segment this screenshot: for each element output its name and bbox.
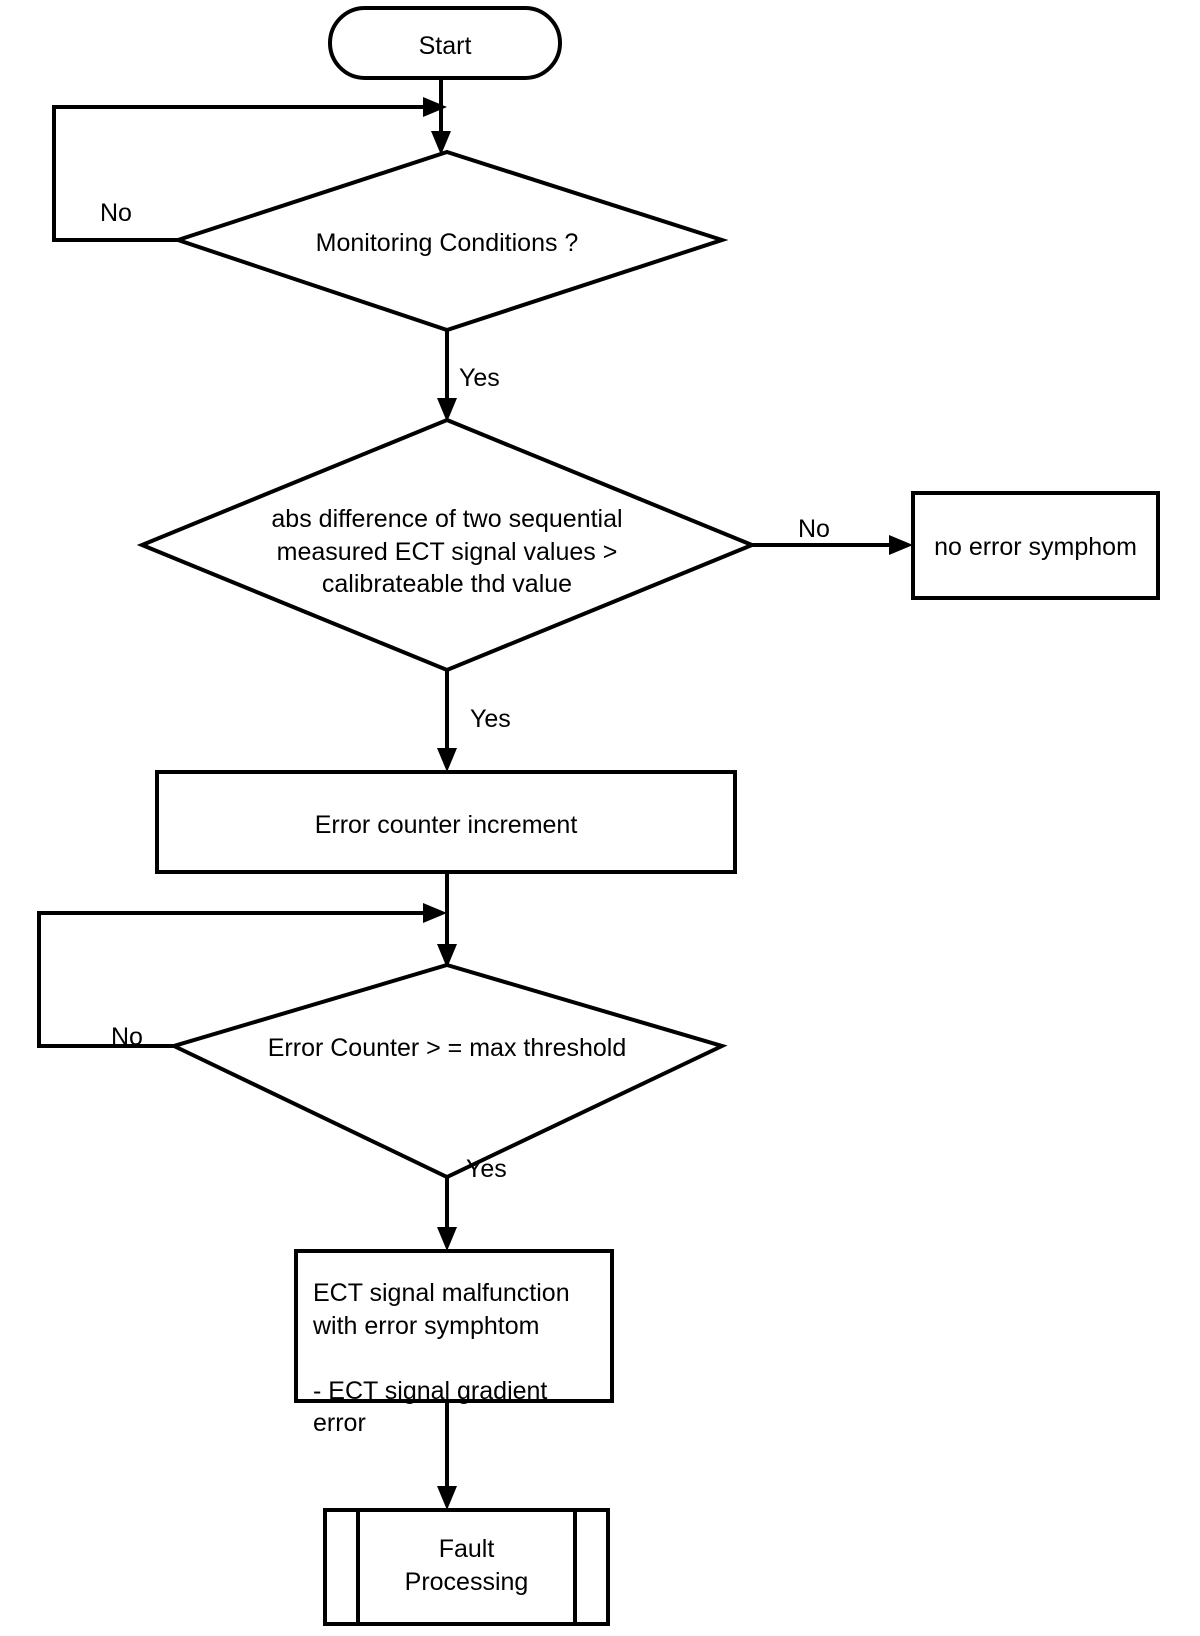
arrowhead-absdiff-yes [437, 748, 457, 772]
no-error-symphom-box-shape [911, 491, 1160, 600]
arrowhead-threshold-yes [437, 1227, 457, 1251]
ect-malfunction-box-shape [294, 1249, 614, 1403]
arrowhead-monitoring-no-loop [423, 97, 447, 117]
edge-label-threshold-no: No [111, 1023, 143, 1051]
arrowhead-absdiff-no [889, 535, 913, 555]
monitoring-conditions-label: Monitoring Conditions ? [315, 229, 579, 257]
error-counter-threshold-diamond-shape [168, 962, 728, 1180]
error-counter-increment-label: Error counter increment [314, 811, 578, 839]
no-error-symphom-label: no error symphom [934, 533, 1137, 561]
fault-processing-label: Fault Processing [404, 1535, 529, 1596]
edge-label-absdiff-no: No [798, 515, 830, 543]
connector-monitoring-no-loop [52, 105, 430, 242]
arrowhead-increment-to-threshold [437, 944, 457, 968]
edge-label-monitoring-no: No [100, 199, 132, 227]
arrowhead-start-to-monitoring [431, 131, 451, 155]
error-counter-increment-box-shape [155, 770, 737, 874]
arrowhead-malfunction-to-fault [437, 1486, 457, 1510]
error-counter-threshold-label: Error Counter > = max threshold [267, 1034, 627, 1062]
arrowhead-monitoring-yes [437, 398, 457, 422]
edge-label-monitoring-yes: Yes [459, 364, 500, 392]
start-label: Start [418, 32, 472, 60]
edge-label-absdiff-yes: Yes [470, 705, 511, 733]
start-terminator-shape [328, 6, 562, 80]
fault-processing-shape [323, 1508, 610, 1626]
ect-malfunction-label: ECT signal malfunction with error sympht… [313, 1279, 570, 1437]
edge-label-threshold-yes: Yes [466, 1155, 507, 1183]
arrowhead-threshold-no-loop [423, 903, 447, 923]
connector-threshold-no-loop [37, 911, 430, 1048]
abs-difference-label: abs difference of two sequential measure… [271, 505, 623, 598]
